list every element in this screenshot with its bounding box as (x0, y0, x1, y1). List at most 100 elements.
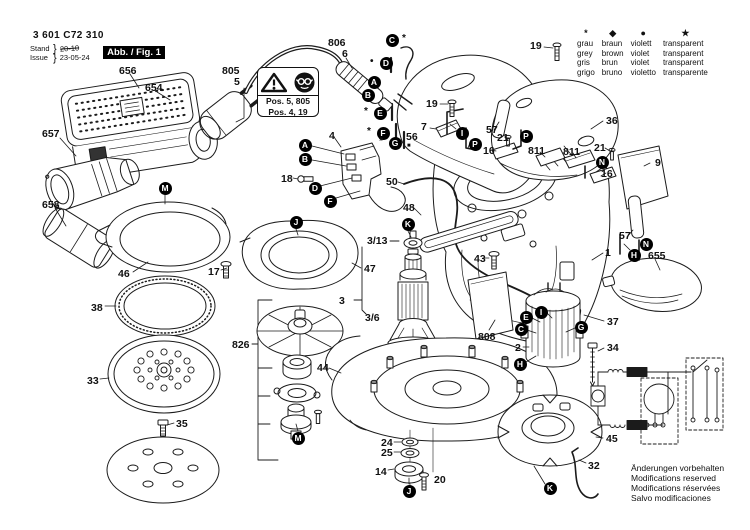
part-label-36: 36 (606, 115, 618, 127)
callout-P: P (519, 129, 533, 143)
flap-655-drawing (602, 257, 702, 312)
legend-word: violett (630, 39, 652, 48)
legend-word: brun (601, 58, 618, 68)
pad-33-drawing (107, 334, 221, 414)
part-label-35: 35 (176, 418, 188, 430)
callout-M: M (158, 181, 172, 195)
callout-G: G (574, 320, 588, 334)
panel-808-drawing (467, 271, 514, 340)
callout-C: C (514, 322, 528, 336)
callout-E: E (519, 310, 533, 324)
stator-2-drawing (520, 282, 584, 368)
hook-wire-drawing (400, 46, 414, 80)
part-label-44: 44 (317, 362, 329, 374)
tube-658-drawing (42, 207, 116, 269)
part-label-656: 656 (119, 65, 137, 77)
part-label-14: 14 (375, 466, 387, 478)
legend-word: grau (577, 39, 594, 48)
ring-38-drawing (114, 275, 216, 337)
terminal-parts-drawing (435, 99, 566, 167)
square-marker: ■ (407, 143, 411, 149)
part-label-805: 805 (222, 65, 240, 77)
callout-B: B (298, 152, 312, 166)
screw-35-drawing (157, 419, 169, 437)
armature-bracket-lines (353, 240, 400, 315)
part-label-2: 2 (515, 342, 521, 354)
legend-word: transparente (662, 67, 708, 77)
notice-fr: Modifications réservées (631, 483, 721, 493)
cover-47-drawing (239, 219, 359, 290)
callout-J: J (402, 484, 416, 498)
part-label-47: 47 (364, 263, 376, 275)
part-label-3_6: 3/6 (365, 312, 380, 324)
callout-I: I (534, 305, 548, 319)
part-label-7: 7 (421, 121, 427, 133)
legend-word: violet (630, 58, 650, 68)
callout-marker: * (364, 106, 368, 117)
part-label-6: 6 (342, 48, 348, 60)
part-label-50: 50 (386, 176, 398, 188)
part-label-21b: 21 (594, 142, 606, 154)
legend-word: grey (577, 48, 593, 58)
part-label-655: 655 (648, 250, 666, 262)
brace: } (53, 51, 57, 64)
screw-18-drawing (297, 175, 314, 183)
part-label-658: 658 (42, 199, 60, 211)
callout-N: N (595, 155, 609, 169)
contact-pins-drawing (389, 56, 406, 150)
type-number: 3 601 C72 310 (33, 30, 104, 41)
part-label-33: 33 (87, 375, 99, 387)
legend-word: braun (601, 39, 623, 48)
part-label-38: 38 (91, 302, 103, 314)
part-label-1: 1 (605, 247, 611, 259)
callout-I: I (455, 126, 469, 140)
part-label-811a: 811 (528, 145, 545, 157)
issue-label: Issue (30, 52, 48, 62)
callout-C: C (385, 33, 399, 47)
pos-note-1: Pos. 5, 805 (266, 96, 310, 106)
callout-N: N (639, 237, 653, 251)
part-label-57a: 57 (486, 124, 498, 136)
part-label-3: 3 (339, 295, 345, 307)
legend-word: transparent (662, 39, 704, 48)
notice-en: Modifications reserved (631, 473, 717, 483)
callout-D: D (308, 181, 322, 195)
old-date: 20-10 (59, 43, 80, 54)
part-label-18: 18 (281, 173, 293, 185)
panel-9-drawing (617, 145, 669, 210)
part-label-20: 20 (434, 474, 446, 486)
part-label-43: 43 (474, 253, 486, 265)
spring-32-drawing (571, 447, 599, 499)
pictogram-note-box: Pos. 5, 805 Pos. 4, 19 (257, 67, 319, 117)
part-label-57b: 57 (619, 230, 631, 242)
adapter-657-drawing (45, 157, 140, 211)
legend-column-grey: * grau grey gris grigo (577, 28, 595, 77)
part-label-19b: 19 (426, 98, 438, 110)
part-label-811b: 811 (563, 146, 580, 158)
part-label-24: 24 (381, 437, 393, 449)
callout-K: K (401, 217, 415, 231)
part-label-34: 34 (607, 342, 619, 354)
callout-K: K (543, 481, 557, 495)
callout-marker: * (402, 33, 406, 44)
part-label-16a: 16 (483, 145, 495, 157)
part-label-808: 808 (478, 331, 496, 343)
lower-housing-44-drawing (325, 335, 558, 442)
part-label-17: 17 (208, 266, 220, 278)
part-label-5: 5 (234, 76, 240, 88)
part-label-16b: 16 (601, 168, 613, 180)
bracket-826-drawing (251, 299, 279, 461)
part-label-9: 9 (655, 157, 661, 169)
star-symbol: ★ (681, 28, 690, 38)
legend-word: gris (577, 58, 590, 68)
callout-marker: * (367, 126, 371, 137)
part-label-657: 657 (42, 128, 60, 140)
callout-D: D (379, 56, 393, 70)
fan-drawing (256, 305, 344, 357)
callout-A: A (298, 138, 312, 152)
legend-word: transparent (662, 48, 704, 58)
legend-column-brown: ◆ braun brown brun bruno (601, 28, 624, 77)
armature-drawing (387, 230, 439, 370)
callout-F: F (376, 126, 390, 140)
